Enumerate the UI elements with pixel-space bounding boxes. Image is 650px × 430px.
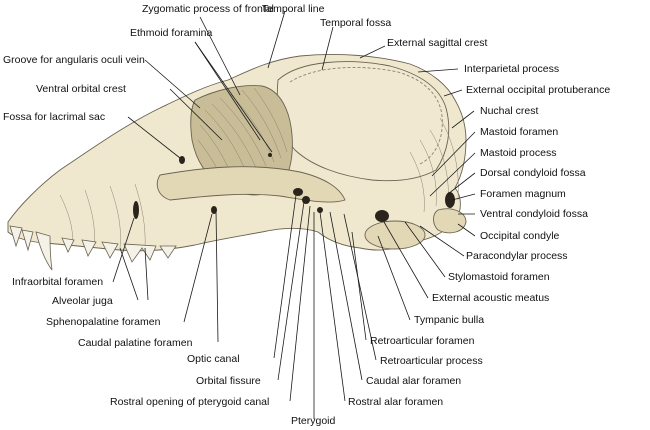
label-retroarticular-process: Retroarticular process	[380, 355, 483, 367]
foramina	[133, 153, 455, 222]
label-external-occipital-protuberance: External occipital protuberance	[466, 84, 610, 96]
cranium-dome	[276, 61, 450, 182]
label-zygomatic-process-of-frontal: Zygomatic process of frontal	[142, 3, 274, 15]
optic-canal-hole	[293, 188, 303, 196]
label-rostral-alar-foramen: Rostral alar foramen	[348, 396, 443, 408]
label-ethmoid-foramina: Ethmoid foramina	[130, 27, 212, 39]
ethmoid-foramen-hole	[268, 153, 272, 157]
label-tympanic-bulla: Tympanic bulla	[414, 314, 484, 326]
labels: Zygomatic process of frontal Temporal li…	[3, 3, 610, 427]
orbit-hatching	[197, 87, 288, 189]
premolar-3	[101, 241, 119, 259]
temporal-fossa-outline	[289, 66, 443, 165]
label-caudal-palatine-foramen: Caudal palatine foramen	[78, 337, 193, 349]
alar-foramen-hole	[317, 207, 323, 213]
label-stylomastoid-foramen: Stylomastoid foramen	[448, 271, 550, 283]
orbital-fissure-hole	[302, 196, 310, 204]
lacrimal-fossa-hole	[179, 156, 185, 164]
label-orbital-fissure: Orbital fissure	[196, 375, 261, 387]
tympanic-bulla-shape	[364, 220, 426, 250]
label-temporal-fossa: Temporal fossa	[320, 17, 391, 29]
incisor-1	[9, 225, 23, 248]
label-foramen-magnum: Foramen magnum	[480, 188, 566, 200]
label-ventral-condyloid-fossa: Ventral condyloid fossa	[480, 208, 588, 220]
label-external-sagittal-crest: External sagittal crest	[387, 37, 487, 49]
label-fossa-for-lacrimal-sac: Fossa for lacrimal sac	[3, 111, 105, 123]
label-rostral-opening-of-pterygoid-canal: Rostral opening of pterygoid canal	[110, 396, 269, 408]
molar-1	[159, 245, 177, 259]
label-dorsal-condyloid-fossa: Dorsal condyloid fossa	[480, 167, 586, 179]
occipital-condyle-shape	[433, 208, 467, 234]
label-alveolar-juga: Alveolar juga	[52, 295, 113, 307]
incisor-2	[21, 229, 34, 252]
premolar-1	[61, 237, 75, 253]
carnassial-tooth	[123, 243, 157, 263]
label-retroarticular-foramen: Retroarticular foramen	[370, 335, 475, 347]
foramen-magnum-hole	[445, 192, 455, 208]
label-interparietal-process: Interparietal process	[464, 63, 559, 75]
label-paracondylar-process: Paracondylar process	[466, 250, 568, 262]
label-occipital-condyle: Occipital condyle	[480, 230, 560, 242]
label-mastoid-foramen: Mastoid foramen	[480, 126, 558, 138]
infraorbital-foramen-hole	[133, 201, 139, 219]
label-caudal-alar-foramen: Caudal alar foramen	[366, 375, 461, 387]
label-infraorbital-foramen: Infraorbital foramen	[12, 276, 103, 288]
label-groove-for-angularis-oculi-vein: Groove for angularis oculi vein	[3, 54, 145, 66]
sphenopalatine-foramen-hole	[211, 206, 217, 214]
label-external-acoustic-meatus: External acoustic meatus	[432, 292, 549, 304]
leader-lines	[112, 10, 476, 419]
label-nuchal-crest: Nuchal crest	[480, 105, 538, 117]
label-optic-canal: Optic canal	[187, 353, 240, 365]
premolar-2	[81, 239, 97, 257]
label-sphenopalatine-foramen: Sphenopalatine foramen	[46, 316, 161, 328]
teeth-row	[9, 225, 177, 271]
canine-tooth	[35, 231, 53, 271]
skull-illustration	[7, 53, 467, 271]
label-mastoid-process: Mastoid process	[480, 147, 556, 159]
label-ventral-orbital-crest: Ventral orbital crest	[36, 83, 126, 95]
label-pterygoid: Pterygoid	[291, 415, 336, 427]
external-acoustic-meatus-hole	[375, 210, 389, 222]
label-temporal-line: Temporal line	[262, 3, 325, 15]
